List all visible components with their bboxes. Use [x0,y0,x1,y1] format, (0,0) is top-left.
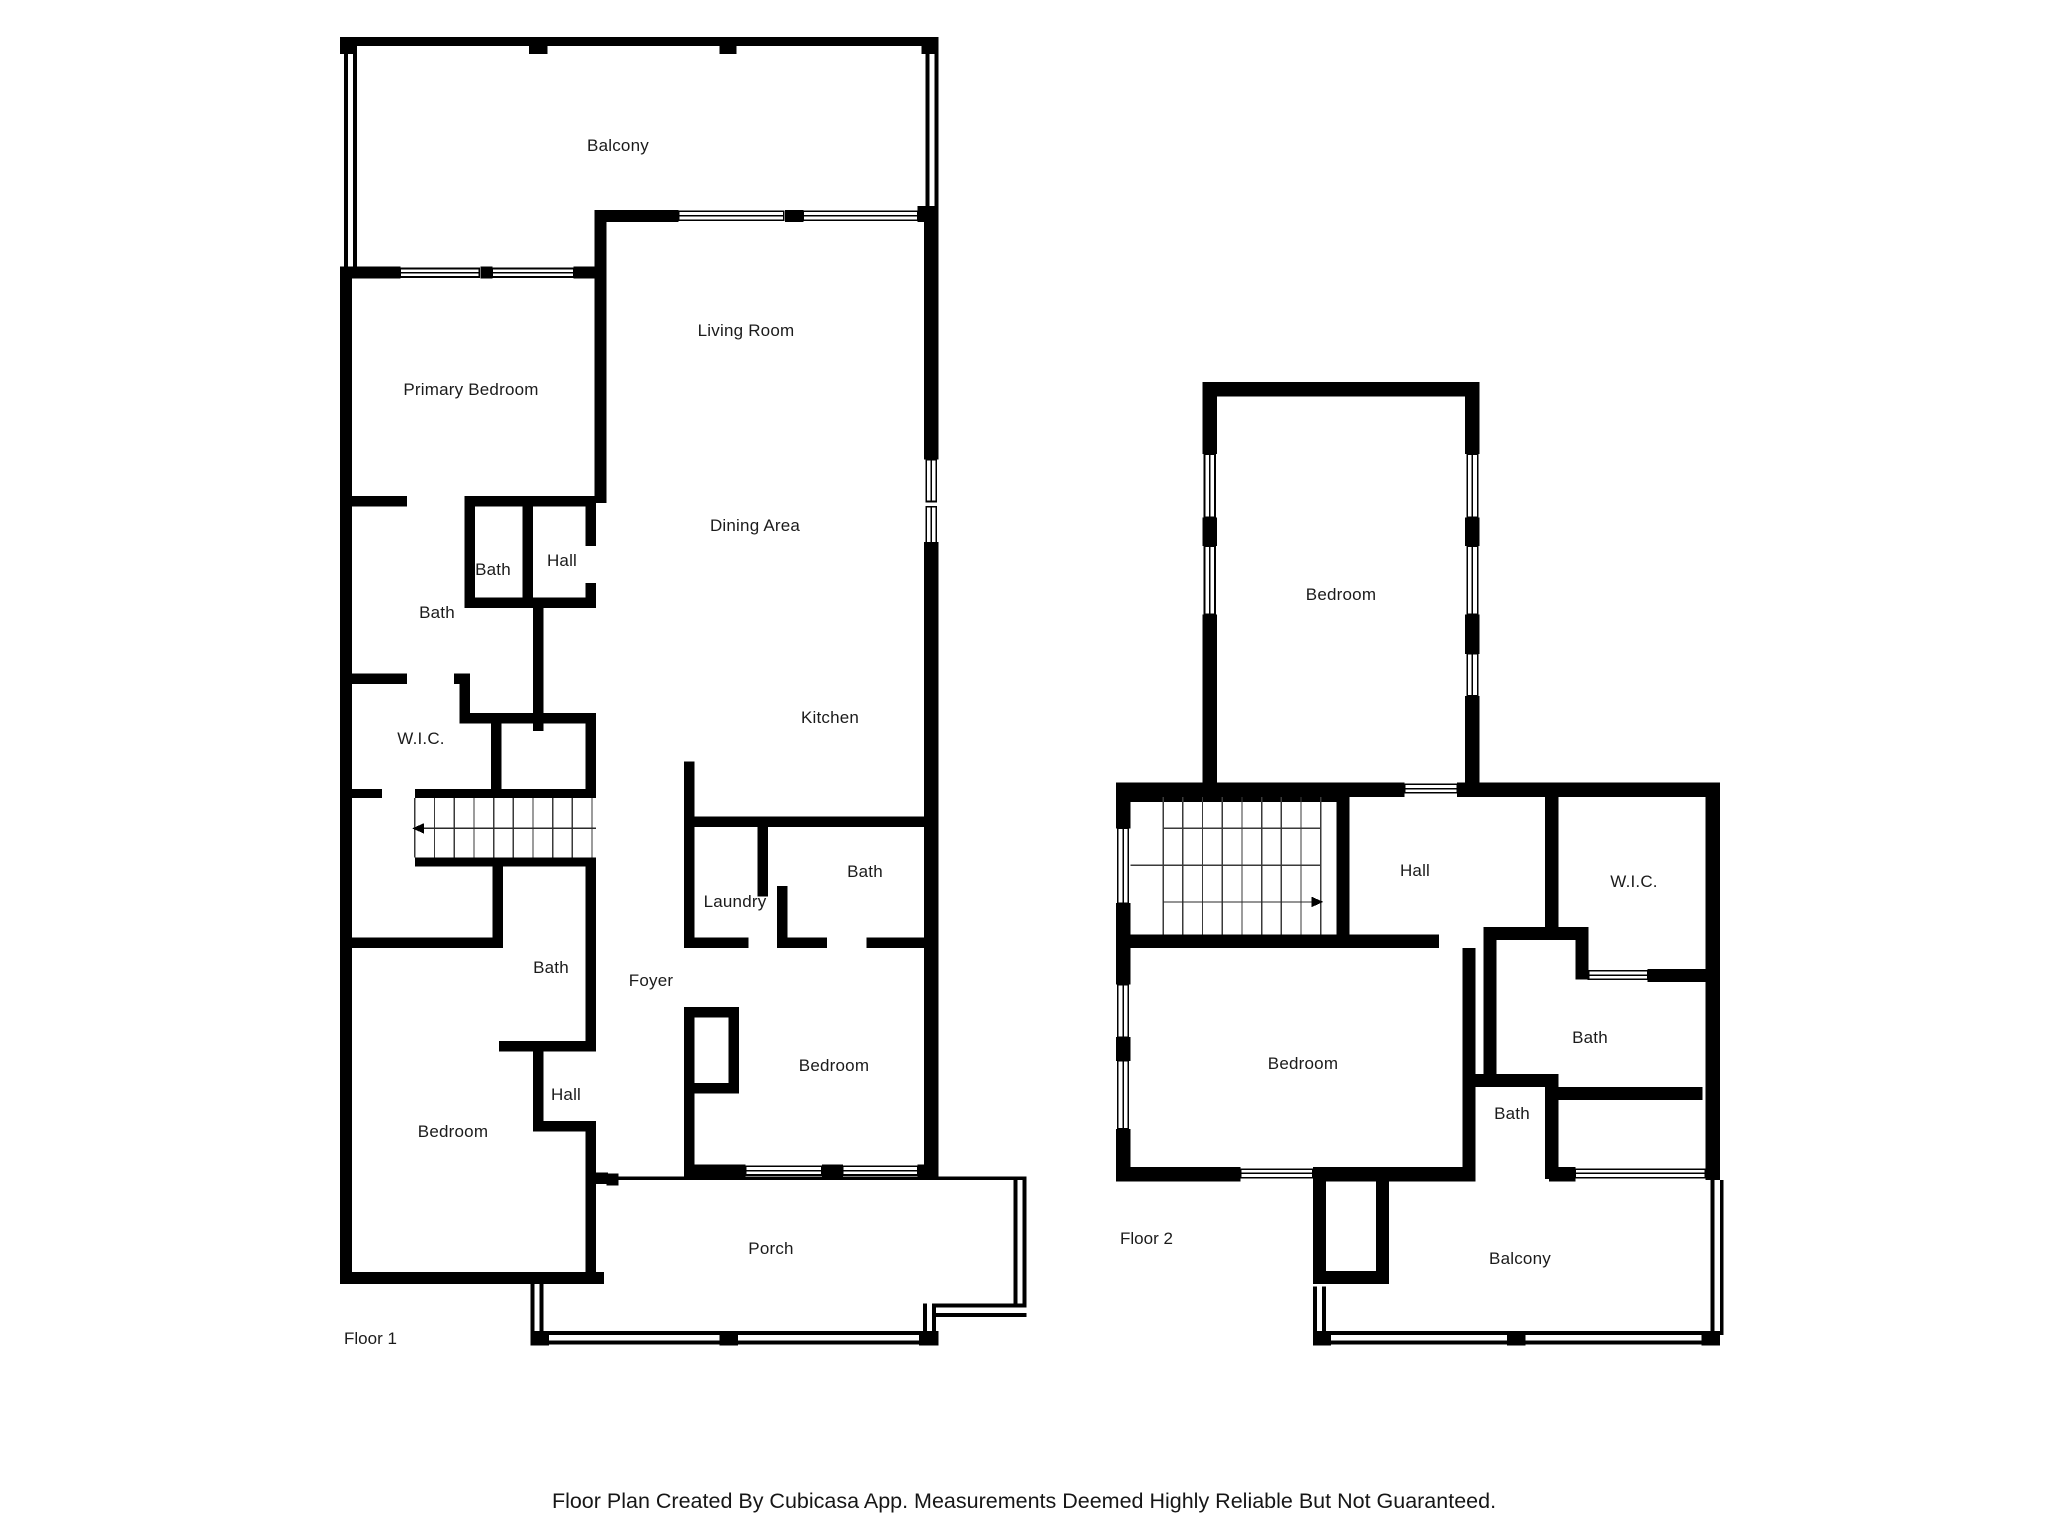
floor-1-right-walls [594,206,939,1173]
window-living-room-right [925,458,937,545]
balcony-f1-outline [340,36,939,270]
window-f2-interior [1403,783,1649,981]
window-f2-bottom [1239,1168,1707,1179]
floor-1-geometry [340,36,1027,1346]
floor-2-interior-walls [1130,782,1720,1284]
porch-f1-outline [530,1173,1027,1346]
floor-2-north-bedroom-walls [1202,382,1480,783]
disclaimer-text: Floor Plan Created By Cubicasa App. Meas… [551,1489,1497,1513]
staircase-f1 [351,789,597,867]
floor-1-label: Floor 1 [344,1329,397,1348]
window-bedroom-left-bottom [425,1273,507,1284]
window-primary-bedroom [399,267,575,278]
staircase-f2 [1130,796,1337,948]
balcony-f2-outline [1312,1180,1724,1346]
window-f2-left [1117,827,1130,1130]
window-bedroom-center-bottom [744,1165,919,1176]
floor-1-center-walls [683,761,939,1177]
window-f2-north-bedroom [1203,453,1479,697]
window-living-room-top [677,210,919,222]
floor-1-lower-left-walls [351,866,608,1273]
floor-1-bath-hall-cluster [351,496,597,790]
floor-2-geometry [1115,382,1724,1346]
floor-2-outer-walls [1115,782,1720,1182]
floor-2-label: Floor 2 [1120,1229,1173,1248]
